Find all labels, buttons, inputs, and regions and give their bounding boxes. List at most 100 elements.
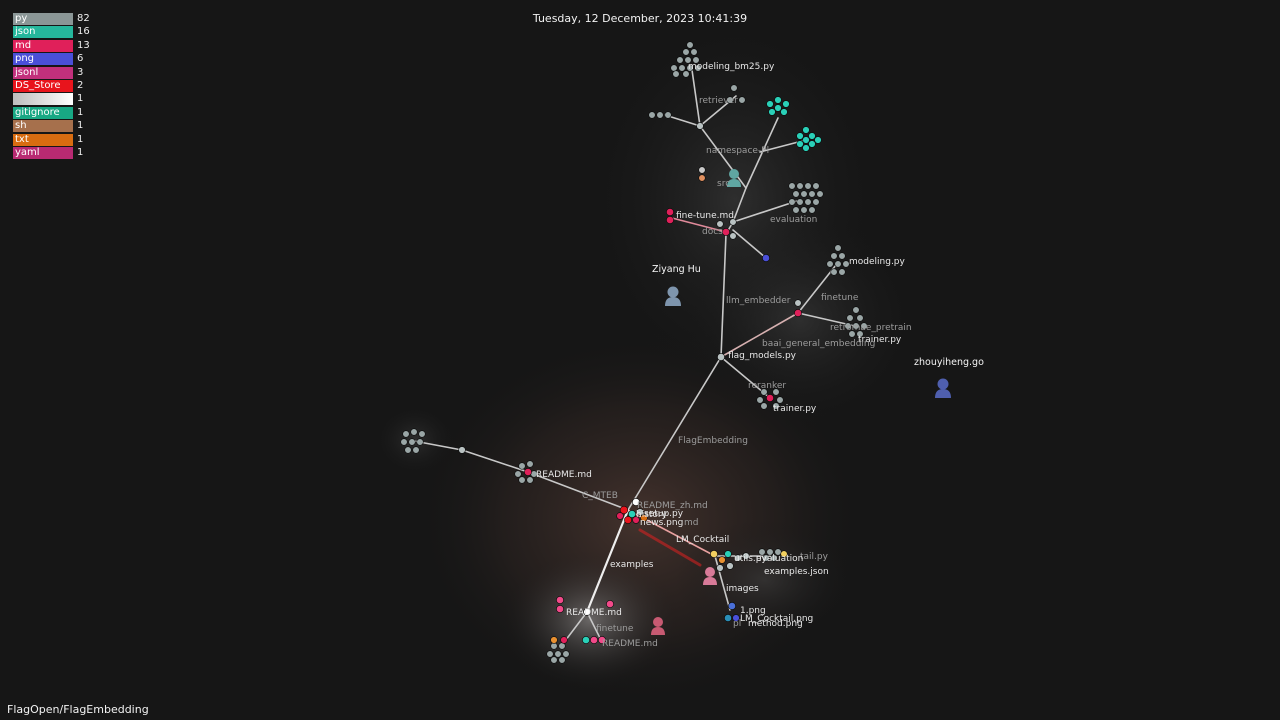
label-images: images (726, 584, 759, 594)
node-png-purple (762, 254, 770, 262)
cluster-bm25 (670, 41, 702, 78)
user-avatar-rose (651, 617, 665, 635)
edge-lmcocktail-images (714, 555, 731, 611)
cluster-bottom-left (546, 636, 570, 664)
node-flag-models (717, 353, 725, 361)
legend-color-bar: txt (13, 133, 73, 146)
node-finetune-md-b (666, 216, 674, 224)
label-retriever: retriever (699, 96, 738, 106)
legend-count: 1 (77, 120, 84, 132)
label-tail-py: tail.py (800, 552, 829, 562)
legend-color-bar: md (13, 39, 73, 52)
node-left-folder (458, 446, 466, 454)
label-modeling-py: modeling.py (849, 257, 906, 267)
legend-color-bar: json (13, 26, 73, 39)
label-c-mteb: C_MTEB (582, 491, 618, 501)
label-readme-zh: README_zh.md (637, 501, 708, 511)
label-fine-tune-md: fine-tune.md (676, 211, 734, 221)
edge-examples-finetune (586, 611, 601, 639)
background-glows (375, 10, 920, 710)
legend-count: 13 (77, 39, 90, 51)
beam-red (638, 528, 702, 567)
legend-color-bar: jsonl (13, 66, 73, 79)
date-time-display: Tuesday, 12 December, 2023 10:41:39 (532, 12, 748, 25)
label-flag-models: flag_models.py (728, 351, 797, 361)
node-docs-md (722, 228, 730, 236)
node-src-b (698, 174, 706, 182)
label-baai-general-embedding: baai_general_embedding (762, 339, 875, 349)
label-modeling-bm25: modeling_bm25.py (688, 62, 775, 72)
label-history: history (636, 510, 668, 520)
node-baai-py (794, 299, 802, 307)
node-baai-md (794, 309, 802, 317)
label-namespace: namespace-Pl (706, 146, 769, 156)
edge-cmteb-left (461, 449, 529, 473)
label-setup-py: setup.py (644, 509, 684, 519)
legend-row: md 13 (13, 39, 123, 53)
label-md-faint: md (684, 518, 698, 528)
label-user-zhouyiheng: zhouyiheng.go (914, 357, 984, 368)
label-lm-cocktail-png: LM_Cocktail.png (740, 614, 813, 624)
node-docs-a (716, 220, 724, 228)
cluster-json-2 (796, 126, 822, 152)
edge-retriever-bm25 (691, 69, 701, 127)
edge-src-retriever (699, 125, 747, 189)
legend-color-bar: png (13, 53, 73, 66)
node-docs-b (729, 218, 737, 226)
label-reranker: reranker (748, 381, 786, 391)
user-avatar-ziyang (665, 286, 681, 306)
cluster-lmcocktail-right (758, 548, 788, 562)
legend-count: 6 (77, 53, 84, 65)
cluster-evaluation (788, 182, 824, 214)
label-method-png: method.png (748, 619, 803, 629)
label-examples-json: examples.json (764, 567, 829, 577)
cluster-reranker (756, 388, 784, 410)
legend-color-bar: gitignore (13, 106, 73, 119)
directory-labels: retriever namespace-Pl src docs evaluati… (582, 96, 912, 634)
edge-root-examples (585, 508, 630, 614)
edge-flag-baai (720, 312, 799, 358)
node-docs-c (729, 232, 737, 240)
label-retromae-pretrain: retromae_pretrain (830, 323, 912, 333)
label-src: src (717, 179, 730, 189)
label-readme-bottom: README.md (566, 608, 622, 618)
users (651, 169, 951, 635)
legend-row: png 6 (13, 53, 123, 66)
node-reranker-md (766, 394, 774, 402)
edge-root-cmteb (527, 471, 629, 511)
edge-docs-src (732, 187, 747, 223)
legend-count: 16 (77, 26, 90, 38)
cluster-readme-bottom (556, 596, 614, 644)
label-pl: pl (733, 619, 741, 629)
edge-baai-finetune (797, 264, 837, 314)
file-labels: modeling_bm25.py fine-tune.md modeling.p… (536, 62, 906, 649)
legend-count: 1 (77, 93, 84, 105)
node-retriever (696, 122, 704, 130)
label-trainer-py-top: trainer.py (858, 335, 902, 345)
legend-count: 1 (77, 133, 84, 145)
legend-count: 1 (77, 106, 84, 118)
legend-row: 1 (13, 93, 123, 106)
cluster-images (724, 602, 740, 622)
cluster-lmcocktail (710, 550, 750, 572)
label-news-png: news.png (640, 518, 683, 528)
cluster-root (616, 498, 648, 524)
legend-color-bar: py (13, 13, 73, 25)
legend-row: txt 1 (13, 133, 123, 147)
label-docs: docs (702, 227, 723, 237)
cluster-retriever-right (726, 84, 746, 104)
label-1-png: 1.png (740, 606, 766, 616)
cluster-left (400, 428, 426, 454)
node-cmteb-md (524, 468, 532, 476)
user-avatar-pink (703, 567, 717, 585)
legend-color-bar (13, 93, 73, 106)
edge-docs-finetune (671, 217, 727, 233)
repository-name: FlagOpen/FlagEmbedding (7, 703, 149, 716)
